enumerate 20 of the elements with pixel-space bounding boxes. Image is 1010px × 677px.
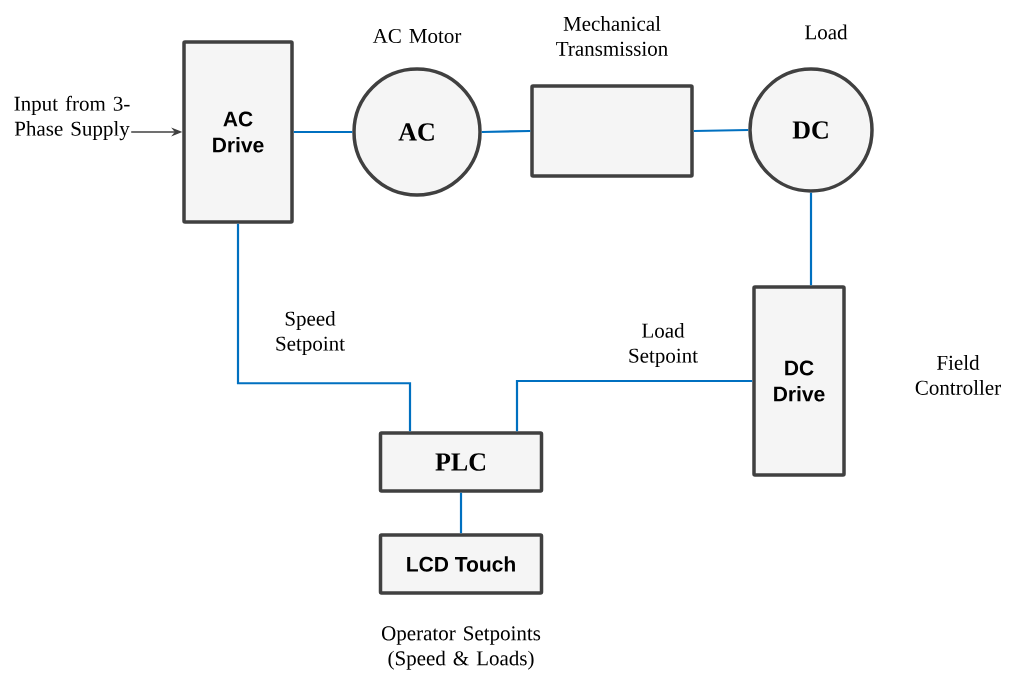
connector-line bbox=[481, 129, 531, 134]
edge-label: Load Setpoint bbox=[617, 322, 709, 368]
caption-text: Load bbox=[805, 24, 848, 40]
connector-line bbox=[236, 223, 412, 432]
block-box: LCD Touch bbox=[378, 533, 544, 595]
connector-line bbox=[693, 128, 749, 133]
connector-line bbox=[809, 192, 813, 286]
block-box: AC Drive bbox=[182, 40, 294, 224]
block-box: DC Drive bbox=[752, 285, 846, 477]
input-text: Input from 3- Phase Supply bbox=[14, 95, 130, 141]
block-box: PLC bbox=[378, 431, 544, 493]
connector-line bbox=[515, 379, 753, 432]
caption-text: Field Controller bbox=[915, 355, 1001, 395]
connector-line bbox=[459, 492, 463, 534]
connector-line bbox=[293, 130, 353, 134]
caption-text: AC Motor bbox=[372, 28, 462, 44]
caption-text: Operator Setpoints (Speed & Loads) bbox=[381, 626, 541, 670]
block-box bbox=[530, 84, 694, 178]
edge-label: Speed Setpoint bbox=[264, 310, 356, 356]
caption-text: Mechanical Transmission bbox=[556, 16, 668, 56]
